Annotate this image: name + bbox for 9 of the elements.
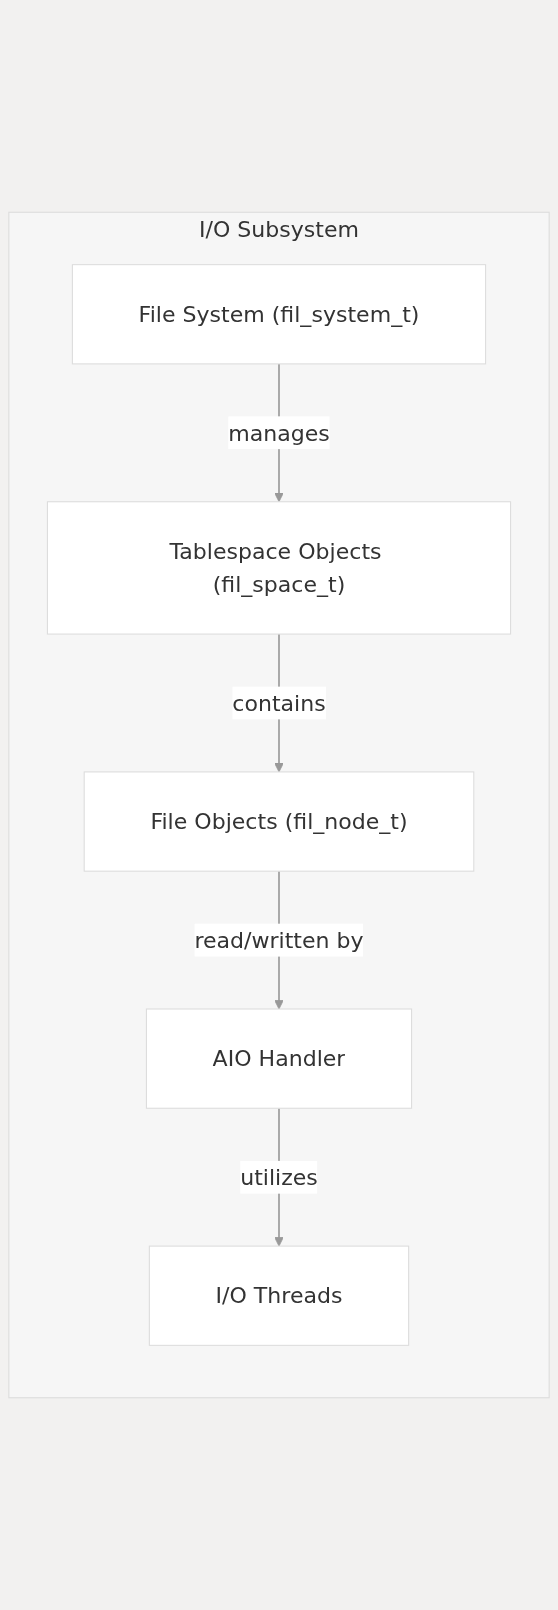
node-box: I/O Threads — [148, 1245, 410, 1346]
edge-label: read/written by — [194, 926, 364, 954]
node-box: Tablespace Objects (fil_space_t) — [46, 501, 512, 635]
node-box: File System (fil_system_t) — [71, 264, 487, 365]
edge-label: manages — [228, 419, 330, 447]
node-box: File Objects (fil_node_t) — [83, 771, 475, 872]
node-box: AIO Handler — [145, 1008, 413, 1109]
edge-label: contains — [232, 689, 326, 717]
edge-label: utilizes — [240, 1163, 318, 1191]
